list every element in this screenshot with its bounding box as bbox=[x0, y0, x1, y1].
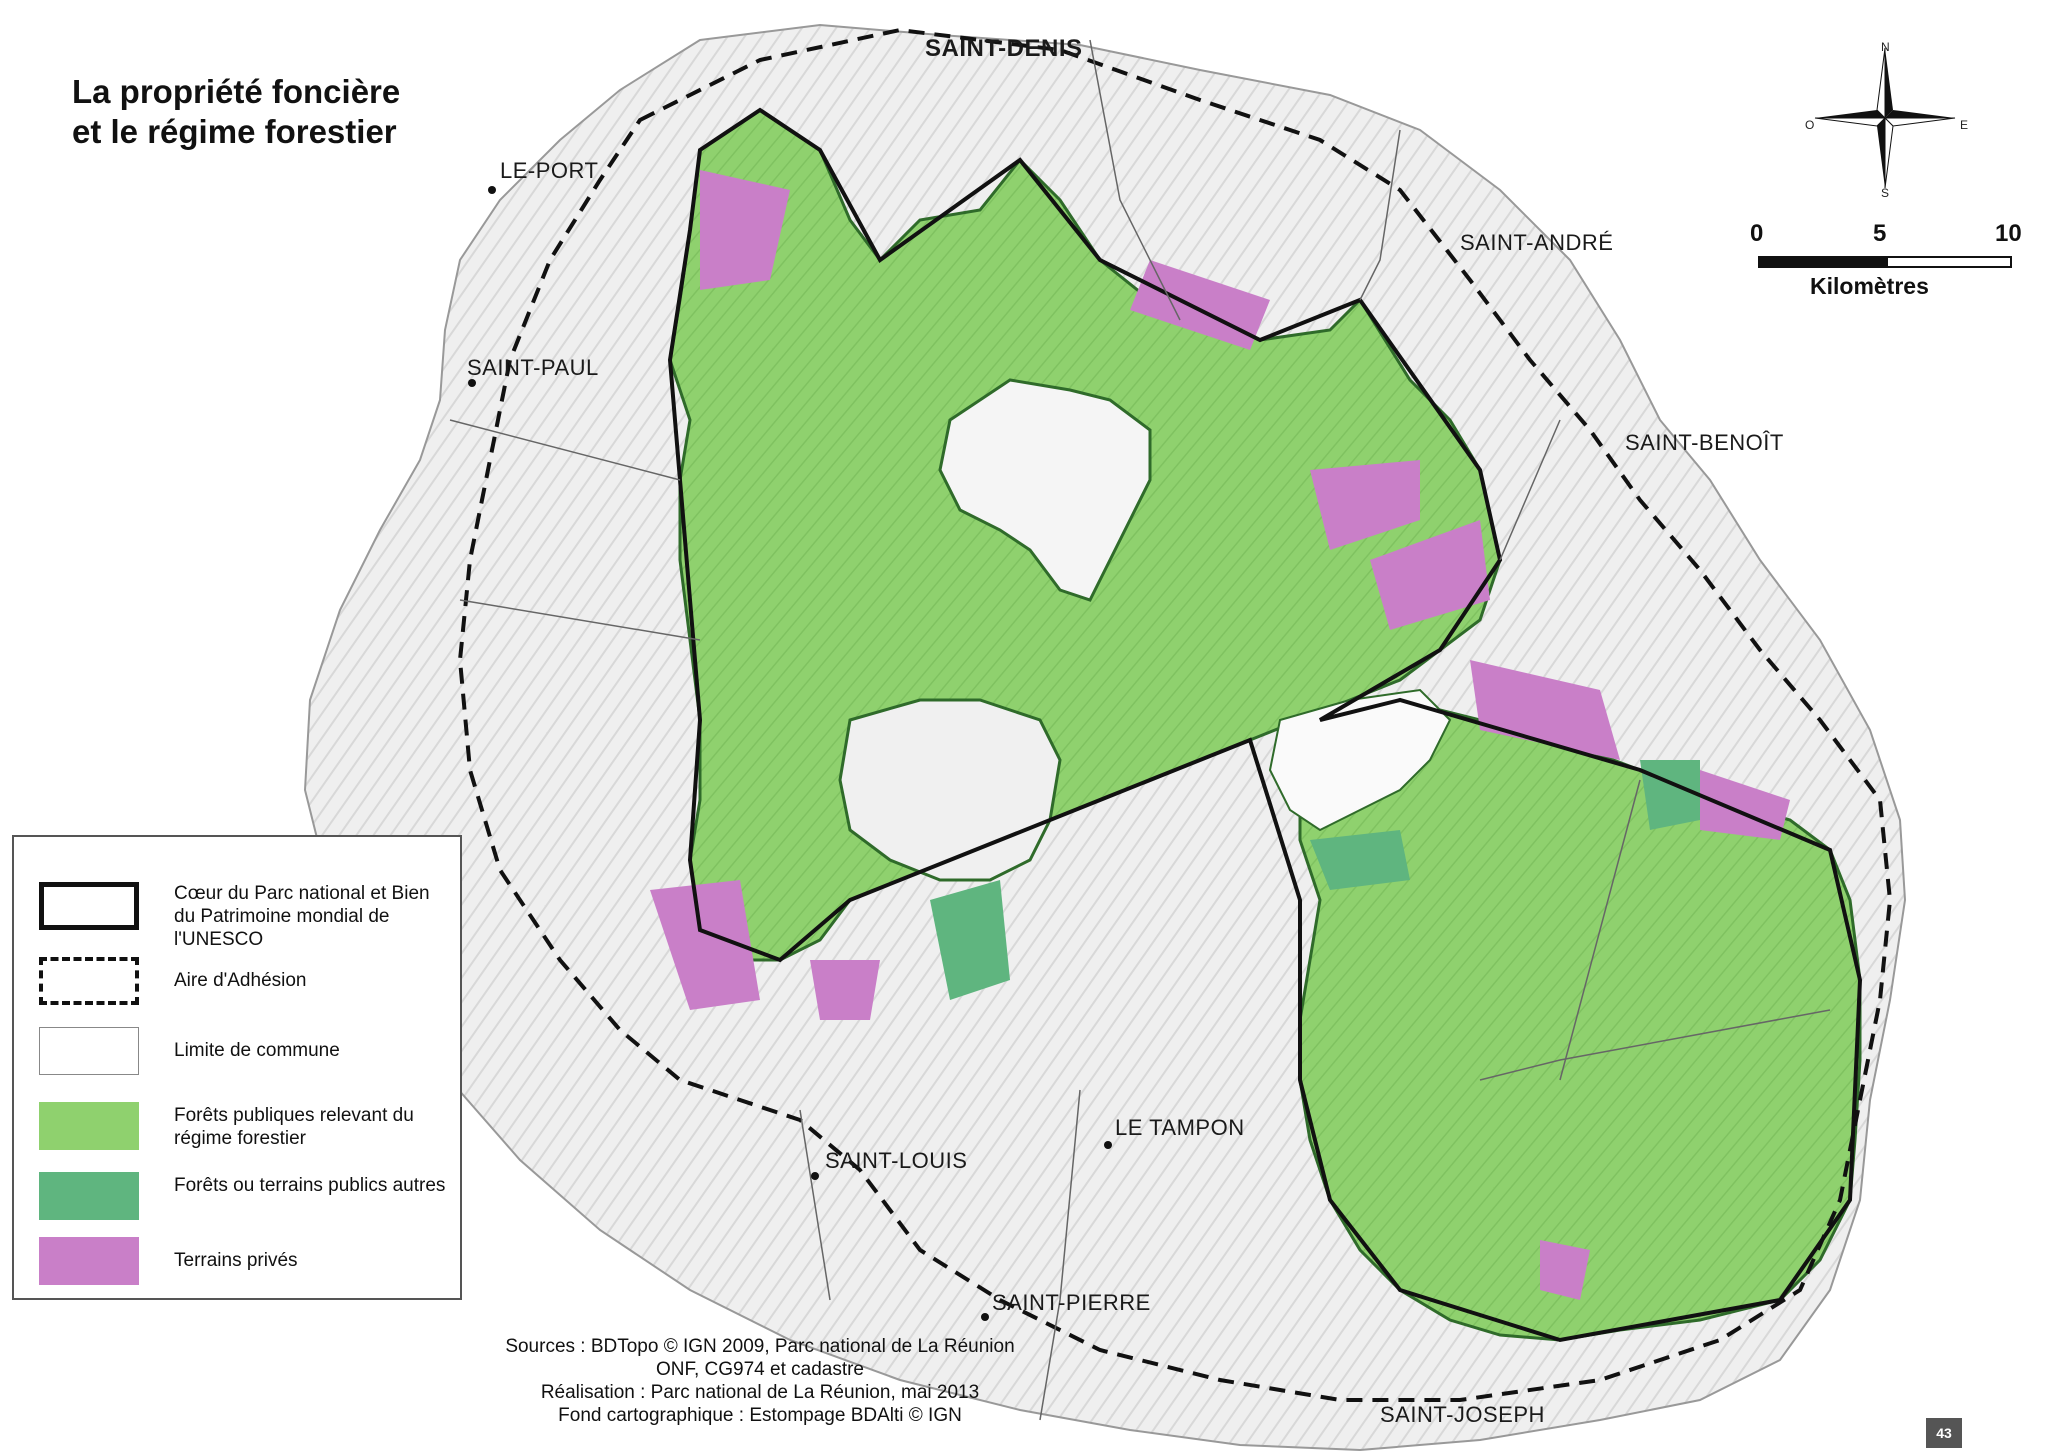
city-dot-le-tampon bbox=[1104, 1141, 1112, 1149]
scale-bar-first-half bbox=[1758, 256, 1888, 268]
city-label-le-port: LE-PORT bbox=[500, 158, 599, 183]
city-label-saint-paul: SAINT-PAUL bbox=[467, 355, 599, 380]
teal-green-swatch-icon bbox=[39, 1172, 139, 1220]
city-label-saint-joseph: SAINT-JOSEPH bbox=[1380, 1402, 1545, 1427]
legend-item-commune: Limite de commune bbox=[39, 1027, 459, 1087]
legend-item-public-forest: Forêts publiques relevant du régime fore… bbox=[39, 1102, 459, 1162]
legend-label-private: Terrains privés bbox=[174, 1250, 298, 1271]
compass-west-label: O bbox=[1805, 118, 1815, 132]
legend-item-other-public: Forêts ou terrains publics autres bbox=[39, 1172, 459, 1232]
legend-item-park-core: Cœur du Parc national et Bien du Patrimo… bbox=[39, 882, 459, 950]
map-title: La propriété foncière et le régime fores… bbox=[72, 72, 400, 152]
solid-border-swatch-icon bbox=[39, 882, 139, 930]
private-land-5 bbox=[1470, 660, 1620, 760]
city-label-saint-pierre: SAINT-PIERRE bbox=[992, 1290, 1151, 1315]
legend-label-public-forest: Forêts publiques relevant du régime fore… bbox=[174, 1105, 414, 1149]
map-legend: Cœur du Parc national et Bien du Patrimo… bbox=[12, 835, 462, 1300]
compass-north-label: N bbox=[1881, 40, 1890, 54]
other-public-3 bbox=[1640, 760, 1700, 830]
private-land-3 bbox=[1310, 460, 1420, 550]
city-label-saint-denis: SAINT-DENIS bbox=[925, 35, 1083, 62]
legend-label-adhesion: Aire d'Adhésion bbox=[174, 970, 307, 991]
compass-east-label: E bbox=[1960, 118, 1969, 132]
light-green-swatch-icon bbox=[39, 1102, 139, 1150]
commune-limits bbox=[449, 39, 1831, 1421]
scale-bar-second-half bbox=[1886, 256, 2012, 268]
map-sources: Sources : BDTopo © IGN 2009, Parc nation… bbox=[300, 1335, 1220, 1427]
page-number: 43 bbox=[1926, 1418, 1962, 1448]
legend-item-adhesion: Aire d'Adhésion bbox=[39, 957, 459, 1017]
scale-bar: 0 5 10 Kilomètres bbox=[1750, 220, 2030, 310]
compass-south-label: S bbox=[1881, 186, 1890, 200]
city-label-le-tampon: LE TAMPON bbox=[1115, 1115, 1245, 1140]
thin-border-swatch-icon bbox=[39, 1027, 139, 1075]
map-title-line1: La propriété foncière bbox=[72, 73, 401, 110]
city-label-saint-andre: SAINT-ANDRÉ bbox=[1460, 230, 1614, 255]
cirque-salazie bbox=[938, 378, 1152, 602]
dashed-border-swatch-icon bbox=[39, 957, 139, 1005]
park-core-boundary bbox=[667, 107, 1863, 1343]
city-dot-saint-louis bbox=[811, 1172, 819, 1180]
scale-tick-0: 0 bbox=[1750, 220, 1764, 247]
sources-line-1: Sources : BDTopo © IGN 2009, Parc nation… bbox=[505, 1336, 1015, 1357]
legend-item-private: Terrains privés bbox=[39, 1237, 459, 1297]
city-dot-saint-pierre bbox=[981, 1313, 989, 1321]
city-dot-le-port bbox=[488, 186, 496, 194]
cirque-cilaos bbox=[838, 698, 1062, 882]
map-title-line2: et le régime forestier bbox=[72, 113, 397, 150]
legend-label-commune: Limite de commune bbox=[174, 1040, 340, 1061]
private-land-4 bbox=[1370, 520, 1490, 630]
compass-rose bbox=[1814, 47, 1956, 189]
private-land-1 bbox=[700, 170, 790, 290]
adhesion-boundary bbox=[457, 27, 1893, 1402]
sources-line-4: Fond cartographique : Estompage BDAlti ©… bbox=[558, 1405, 962, 1426]
city-dot-saint-paul bbox=[468, 379, 476, 387]
private-land-8 bbox=[810, 960, 880, 1020]
city-label-saint-louis: SAINT-LOUIS bbox=[825, 1148, 968, 1173]
other-public-2 bbox=[930, 880, 1010, 1000]
legend-label-other-public: Forêts ou terrains publics autres bbox=[174, 1175, 446, 1196]
sources-line-3: Réalisation : Parc national de La Réunio… bbox=[540, 1382, 980, 1403]
scale-tick-10: 10 bbox=[1995, 220, 2022, 247]
private-land-7 bbox=[650, 880, 760, 1010]
other-public-1 bbox=[1310, 830, 1410, 890]
pink-swatch-icon bbox=[39, 1237, 139, 1285]
scale-unit-label: Kilomètres bbox=[1810, 273, 1929, 299]
plaine-area bbox=[1268, 688, 1452, 832]
sources-line-2: ONF, CG974 et cadastre bbox=[655, 1359, 865, 1380]
legend-label-park-core: Cœur du Parc national et Bien du Patrimo… bbox=[174, 883, 430, 950]
scale-tick-5: 5 bbox=[1873, 220, 1887, 247]
city-label-saint-benoit: SAINT-BENOÎT bbox=[1625, 430, 1784, 455]
private-land-9 bbox=[1540, 1240, 1590, 1300]
